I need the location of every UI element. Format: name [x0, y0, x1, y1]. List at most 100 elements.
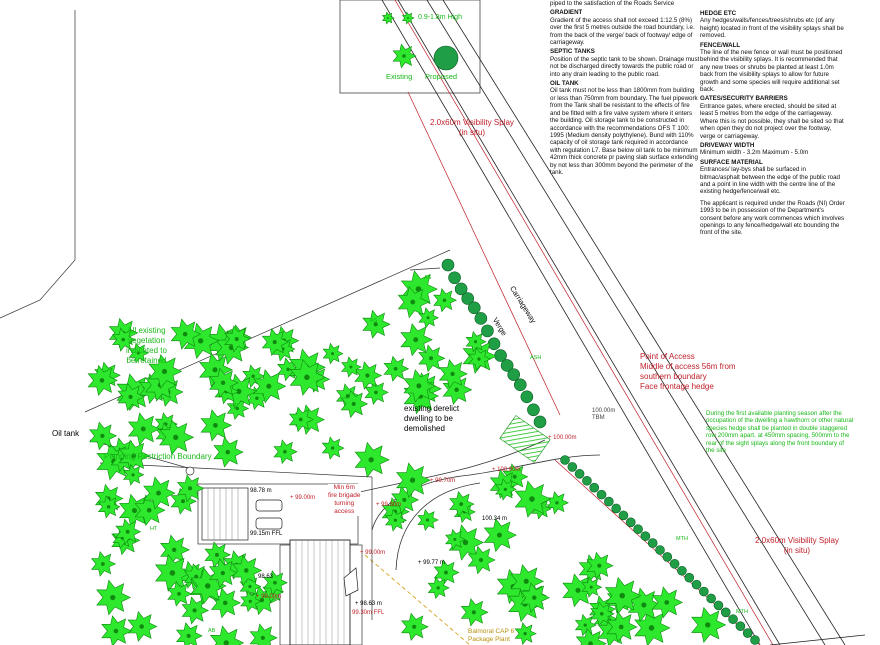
- tag-ash-1: ASH: [530, 355, 542, 361]
- hedge-north: [441, 258, 547, 429]
- tree-symbol: [122, 463, 145, 486]
- tree-symbol: [200, 409, 233, 442]
- hedge-bead: [735, 621, 746, 631]
- tree-symbol: [362, 309, 391, 339]
- tree-symbol: [691, 606, 727, 643]
- hedge-bead: [520, 390, 534, 404]
- tree-symbol: [427, 576, 450, 600]
- hedge-bead: [618, 510, 629, 521]
- level-1: + 100.00m: [548, 435, 577, 441]
- hedge-bead: [454, 282, 468, 296]
- legend-row1-label: 0.9-1.8m High: [418, 14, 462, 21]
- septic-route: [364, 554, 471, 645]
- tree-symbol: [167, 581, 193, 607]
- hedge-bead: [633, 524, 643, 535]
- hedge-bead: [582, 475, 592, 486]
- hedge-bead: [684, 572, 695, 583]
- tree-symbol: [273, 439, 298, 465]
- tree-symbol: [240, 590, 262, 613]
- tree-symbol: [101, 615, 133, 645]
- hedge-bead: [677, 565, 687, 576]
- approval-text: The applicant is required under the Road…: [700, 199, 845, 237]
- surface-title: SURFACE MATERIAL: [700, 158, 763, 166]
- tree-symbol: [514, 622, 537, 645]
- tree-symbol: [433, 559, 460, 586]
- hedge-bead: [560, 455, 570, 465]
- gradient-title: GRADIENT: [550, 9, 583, 17]
- tree-symbol: [288, 406, 314, 433]
- tree-symbol: [181, 596, 210, 625]
- hedge-bead: [589, 482, 600, 493]
- hedge-bead: [513, 378, 527, 392]
- hedge-bead: [461, 292, 475, 305]
- tree-symbol: [341, 356, 362, 378]
- point-of-access-label: Point of Access Middle of access 56m fro…: [640, 352, 736, 391]
- tree-symbol: [417, 509, 439, 531]
- fence-text: The line of the new fence or wall must b…: [700, 49, 843, 94]
- tag-mth-2: MTH: [736, 609, 748, 615]
- tree-symbol: [209, 367, 239, 398]
- level-4: + 99.00m: [290, 495, 316, 501]
- tag-ht-3: HT: [150, 526, 158, 532]
- septic-text: Position of the septic tank to be shown.…: [550, 55, 700, 78]
- tree-symbol: [354, 441, 390, 478]
- hedge-bead: [441, 258, 455, 272]
- hedge-bead: [527, 403, 540, 417]
- tree-symbol: [392, 43, 417, 69]
- tree-symbol: [433, 288, 458, 313]
- hedge-bead: [481, 324, 494, 338]
- tag-ht-2: HT: [230, 403, 238, 409]
- hedge-bead: [604, 496, 614, 507]
- tree-symbol: [483, 518, 517, 553]
- level-12: + 99.77 m: [418, 560, 445, 566]
- tree-symbol: [384, 509, 408, 532]
- tree-symbol: [442, 374, 473, 405]
- tree-symbol: [340, 389, 369, 419]
- tree-symbol: [403, 369, 437, 403]
- level-8: 98.78 m: [250, 488, 272, 494]
- tree-symbol: [160, 534, 190, 566]
- tag-as-1: AS: [424, 275, 432, 281]
- level-2: + 100.00m: [492, 467, 521, 473]
- splay-label-bottom: 2.0x60m Visibility Splay (in situ): [755, 536, 839, 555]
- tree-symbol: [401, 612, 429, 641]
- tree-symbol: [289, 358, 327, 396]
- hedge-bead: [640, 531, 651, 541]
- tree-symbol: [322, 342, 344, 365]
- car-2: [255, 517, 283, 530]
- tree-symbol: [401, 11, 415, 25]
- tree-symbol: [170, 318, 202, 350]
- surface-text: Entrances/ lay-bys shall be surfaced in …: [700, 166, 841, 196]
- note-top-line: piped to the satisfaction of the Roads S…: [550, 0, 675, 7]
- road: [381, 0, 846, 645]
- hedge-bead: [647, 538, 658, 548]
- hedge-bead: [720, 607, 731, 618]
- hedge-bead: [706, 593, 716, 604]
- car-1: [255, 499, 283, 512]
- tbm-label: 100.00m TBM: [592, 408, 616, 421]
- tree-symbol: [118, 439, 151, 473]
- tree-symbol: [460, 598, 489, 627]
- tree-symbol: [586, 551, 614, 580]
- garage-stripes: [207, 488, 239, 540]
- level-9: 98.63: [258, 574, 274, 580]
- tree-symbol: [253, 369, 287, 404]
- tree-symbol: [418, 307, 439, 329]
- tree-symbol: [97, 495, 121, 519]
- baldoyle-label: Balmoral CAP 6 Package Plant: [468, 628, 515, 643]
- planning-boundary-label: Planning Restriction Boundary: [104, 452, 212, 461]
- hedge-bead: [699, 586, 709, 597]
- oil-title: OIL TANK: [550, 80, 579, 88]
- garage: [201, 487, 249, 541]
- tree-symbol: [224, 325, 251, 353]
- tree-symbol: [177, 474, 205, 503]
- hedge-bead: [596, 489, 607, 500]
- level-7: + 99.00m: [256, 594, 282, 600]
- hedge-bead: [669, 559, 680, 569]
- driveway-text: Minimum width - 3.2m Maximum - 5.0m: [700, 149, 809, 157]
- tag-ht-1: HT: [428, 382, 436, 388]
- tree-symbol: [321, 436, 345, 460]
- tree-symbol: [590, 601, 615, 627]
- hedge-frontage: [560, 455, 760, 645]
